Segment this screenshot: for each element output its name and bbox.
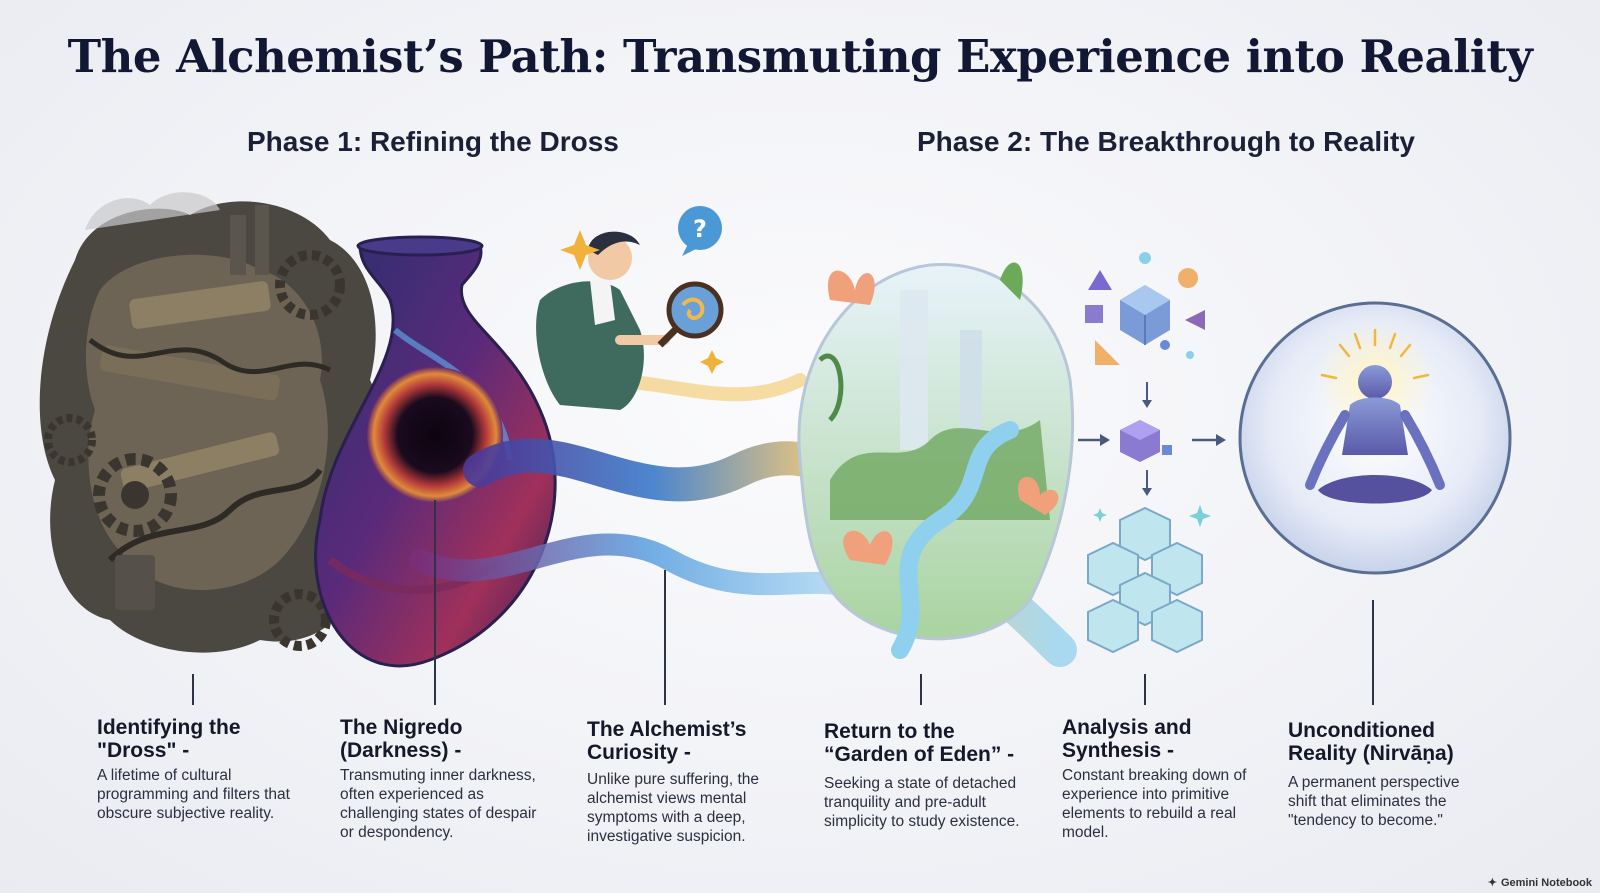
caption-connectors: [192, 500, 1374, 705]
step-unconditioned-reality: Unconditioned Reality (Nirvāṇa) A perman…: [1288, 719, 1513, 830]
cubes-icon: [1085, 252, 1211, 654]
step-description: Seeking a state of detached tranquility …: [824, 775, 1020, 830]
step-identifying-dross: Identifying the "Dross" - A lifetime of …: [97, 716, 322, 823]
step-description: A permanent perspective shift that elimi…: [1288, 774, 1460, 829]
step-heading: Unconditioned Reality (Nirvāṇa): [1288, 719, 1454, 765]
step-description: Transmuting inner darkness, often experi…: [340, 767, 537, 841]
gemini-icon: ✦: [1487, 877, 1497, 889]
phase-1-heading: Phase 1: Refining the Dross: [247, 126, 619, 157]
garden-icon: [797, 262, 1075, 659]
step-heading: The Alchemist’s Curiosity -: [587, 718, 747, 764]
step-heading: Identifying the "Dross" -: [97, 716, 241, 762]
step-analysis-synthesis: Analysis and Synthesis - Constant breaki…: [1062, 716, 1287, 842]
step-description: Unlike pure suffering, the alchemist vie…: [587, 771, 760, 845]
river-flow-lower: [409, 533, 891, 611]
footer-credit: ✦ Gemini Notebook: [1487, 876, 1592, 890]
step-description: Constant breaking down of experience int…: [1062, 767, 1247, 841]
step-heading: The Nigredo (Darkness) -: [340, 716, 463, 762]
step-nigredo: The Nigredo (Darkness) - Transmuting inn…: [340, 716, 565, 842]
step-heading: Return to the “Garden of Eden” -: [824, 720, 1015, 766]
alchemist-figure-icon: [536, 230, 724, 410]
step-alchemist-curiosity: The Alchemist’s Curiosity - Unlike pure …: [587, 718, 812, 846]
arrow-right-icon: [1078, 434, 1226, 446]
footer-label: Gemini Notebook: [1500, 876, 1592, 889]
step-description: A lifetime of cultural programming and f…: [97, 767, 290, 822]
svg-text:?: ?: [693, 215, 707, 243]
meditation-icon: [1238, 301, 1512, 575]
gears-icon: [39, 192, 383, 653]
step-garden-of-eden: Return to the “Garden of Eden” - Seeking…: [824, 720, 1049, 831]
phase-2-heading: Phase 2: The Breakthrough to Reality: [917, 126, 1415, 157]
question-bubble-icon: ?: [678, 206, 722, 256]
page-title: The Alchemist’s Path: Transmuting Experi…: [67, 30, 1533, 83]
step-heading: Analysis and Synthesis -: [1062, 716, 1192, 762]
